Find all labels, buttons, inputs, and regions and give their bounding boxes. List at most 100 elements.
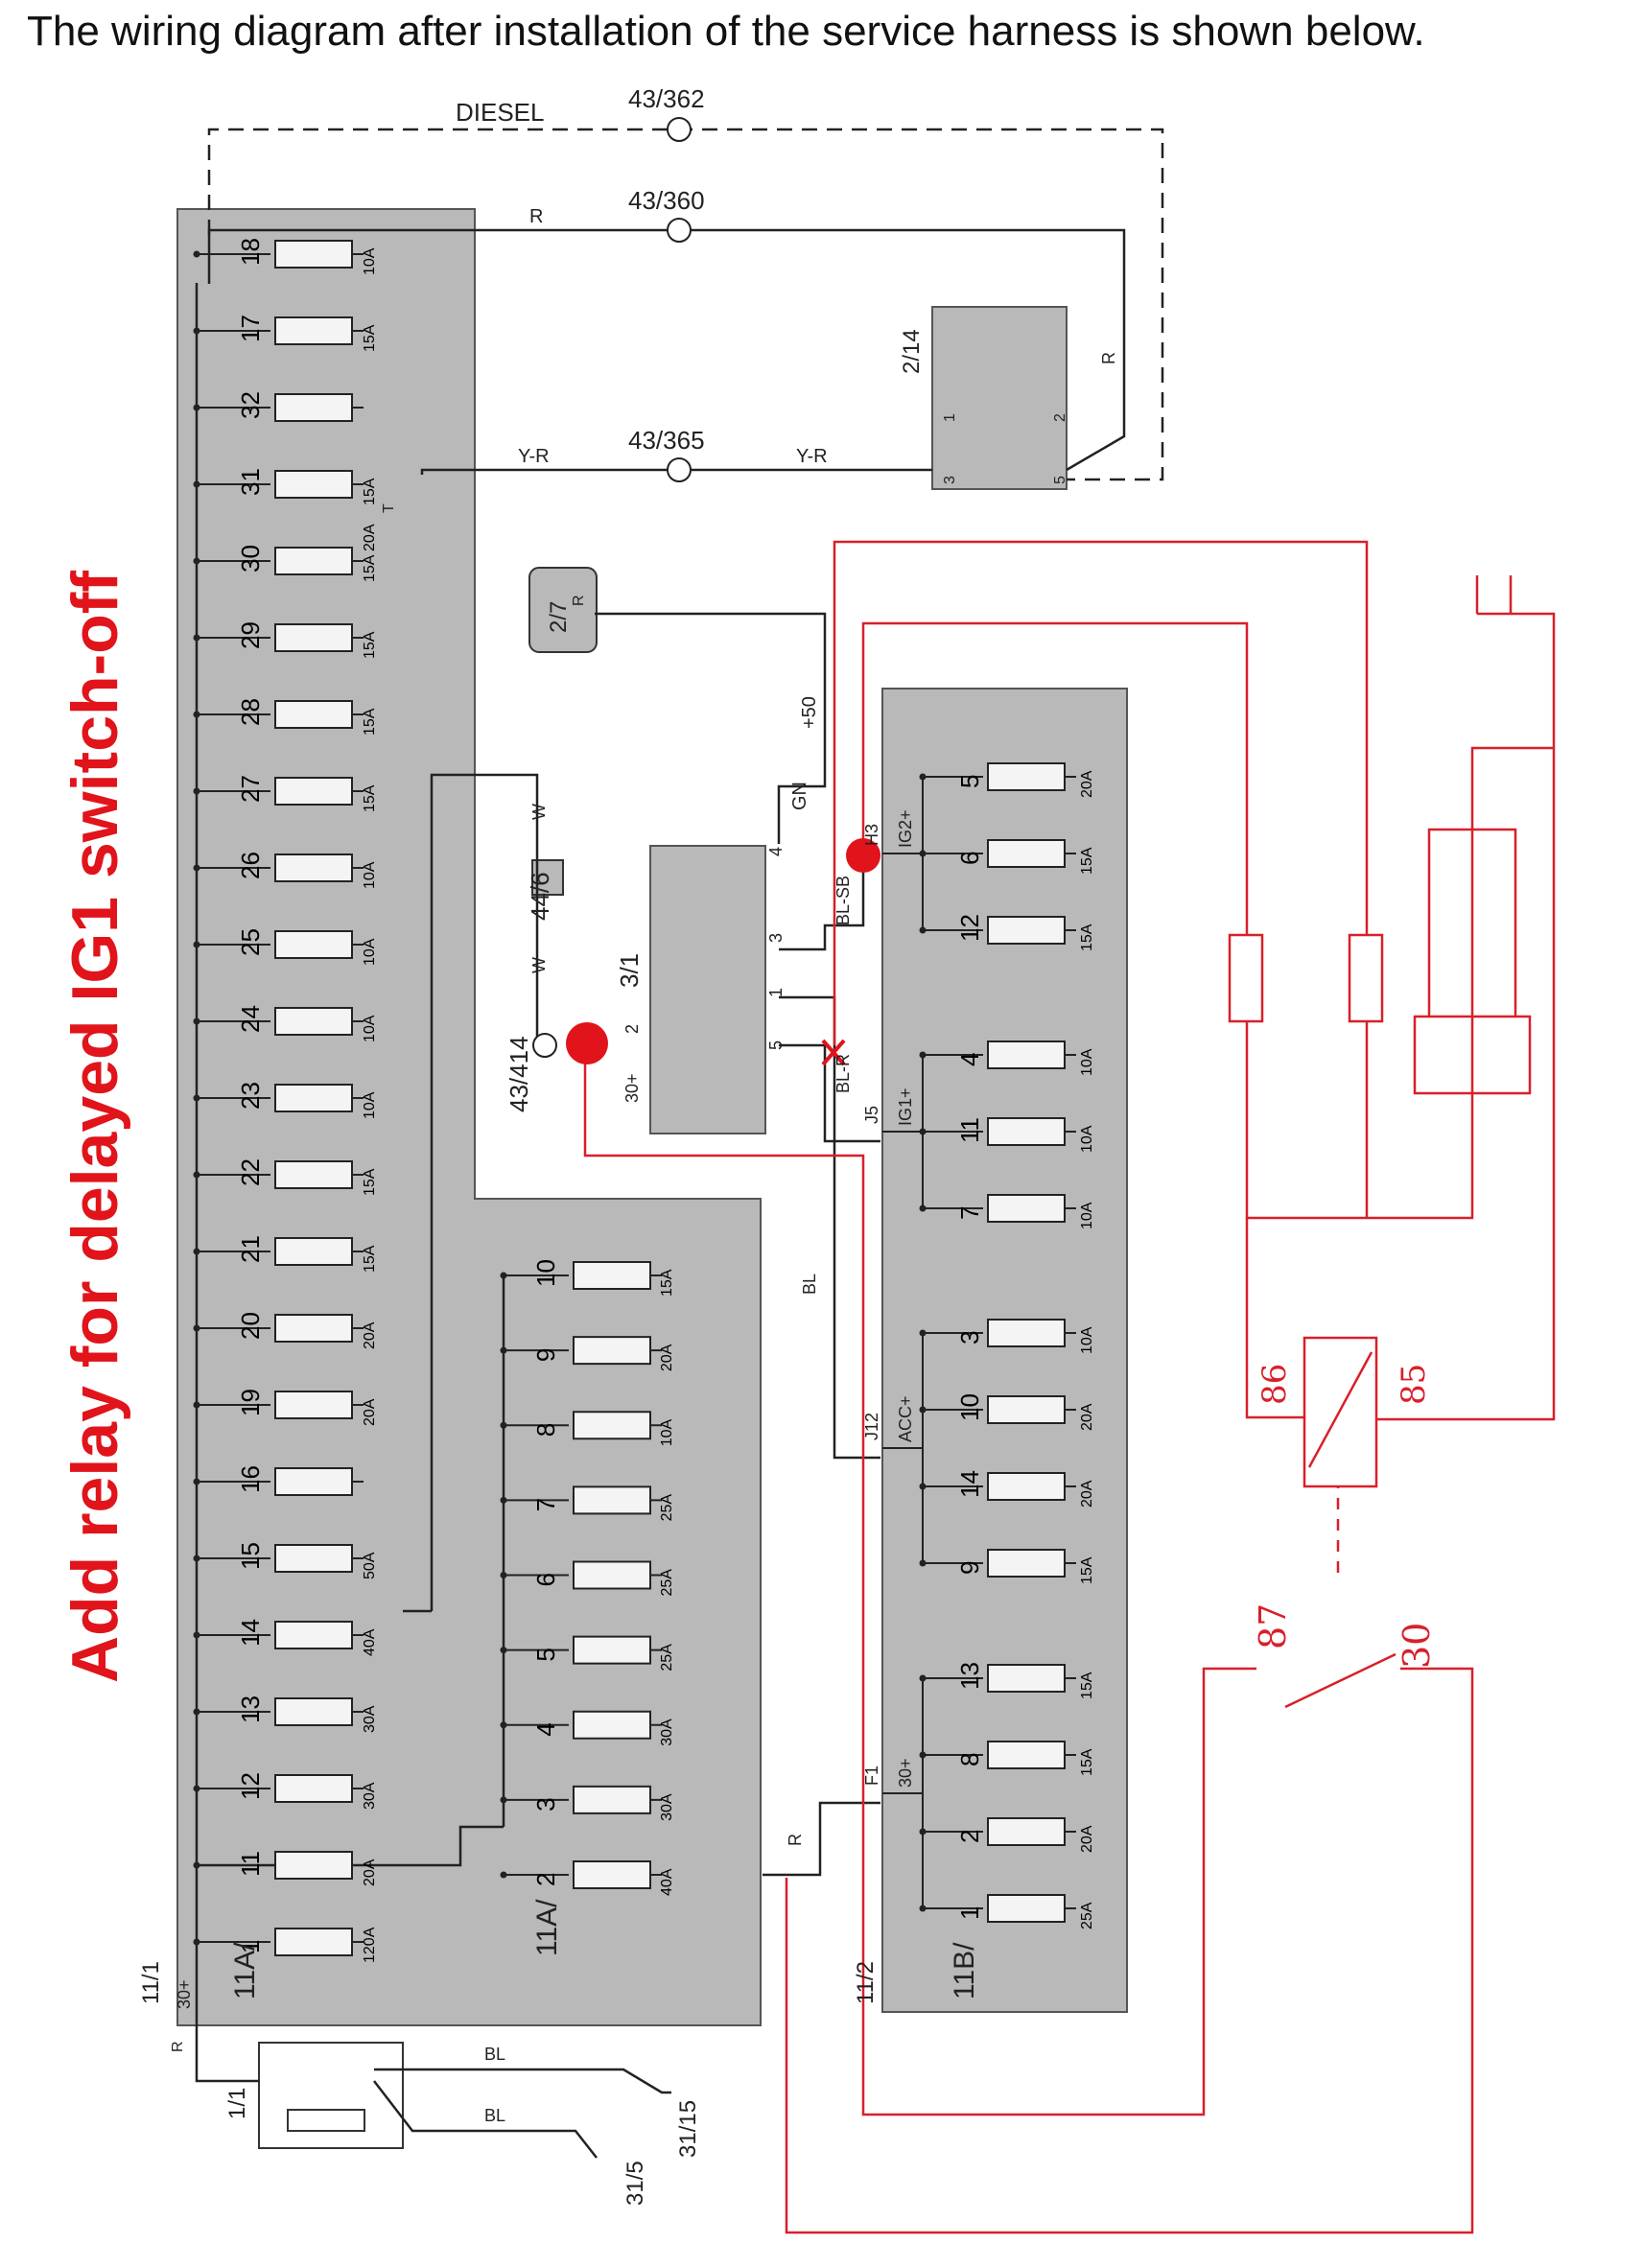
added-fuse-1 [1228, 933, 1264, 1023]
label-r-bat: R [170, 2041, 186, 2052]
fuse-a-23-rating: 10A [362, 1091, 378, 1119]
fuse-b-ACC+-9-rating: 15A [1079, 1556, 1095, 1584]
harness-86-drop [1245, 1218, 1304, 1419]
bl-sb-wire [779, 846, 865, 951]
fuse-a2-6-element [573, 1560, 651, 1590]
harness-ig1-wire [833, 540, 1369, 1045]
w-wire-44-6 [430, 773, 539, 1611]
fuse-b-IG2+-5-node [919, 773, 927, 781]
fuse-a-12-element [274, 1774, 353, 1803]
battery-bl1-wire [374, 2068, 671, 2094]
fuse-a-32-node [193, 404, 200, 411]
harness-lower-loop [785, 1667, 1474, 2234]
label-relay-k1: 1 [942, 413, 958, 422]
fuse-a-18-node [193, 250, 200, 258]
fuse-a-15-rating: 50A [362, 1552, 378, 1579]
fuse-b-IG2+-12-element [987, 916, 1066, 945]
fuse-a2-3-element [573, 1785, 651, 1814]
yr-wire-43-365 [420, 468, 932, 475]
label-bl: BL [800, 1274, 819, 1295]
fuse-a2-4-number: 4 [531, 1722, 560, 1736]
fuse-a-23-number: 23 [236, 1082, 265, 1110]
fuse-b-30+-13-number: 13 [955, 1662, 984, 1690]
fuse-a-20-element [274, 1314, 353, 1343]
fuse-a-11-rating: 20A [362, 1859, 378, 1886]
fuse-b-IG2+-12-rating: 15A [1079, 924, 1095, 951]
label-ign-4: 4 [766, 847, 786, 856]
fuse-a2-2-node [500, 1871, 507, 1879]
label-ign-2: 2 [622, 1024, 642, 1034]
label-bl2: BL [484, 2106, 505, 2125]
fuse-a-16-element [274, 1467, 353, 1496]
relay-label-86: 86 [1256, 1364, 1294, 1405]
added-component-body [1413, 828, 1532, 1095]
fuse-a-21-node [193, 1248, 200, 1255]
fuse-b-IG2+-5-rating: 20A [1079, 770, 1095, 798]
fuse-b-IG1+-7-rating: 10A [1079, 1202, 1095, 1229]
fuse-a-25-rating: 10A [362, 938, 378, 966]
label-44-6: 44/6 [526, 872, 554, 921]
fuse-b-30+-8-element [987, 1741, 1066, 1769]
fuse-a-13-number: 13 [236, 1695, 265, 1723]
label-r27: R [571, 595, 587, 606]
label-relay-k2: 2 [1052, 413, 1068, 422]
label-43-414: 43/414 [505, 1036, 533, 1112]
fuse-b-30+-2-node [919, 1828, 927, 1835]
fuse-a-16-number: 16 [236, 1465, 265, 1493]
fuse-b-30+-13-rating: 15A [1079, 1672, 1095, 1699]
label-ign-30: 30+ [622, 1073, 642, 1103]
fuse-a-24-element [274, 1007, 353, 1036]
label-11b: 11B/ [949, 1942, 980, 1999]
fuse-b-IG1+-11-rating: 10A [1079, 1125, 1095, 1153]
fuse-a2-9-number: 9 [531, 1348, 560, 1362]
fuse-b-ACC+-10-rating: 20A [1079, 1403, 1095, 1431]
fuse-a-21-rating: 15A [362, 1245, 378, 1273]
fuse-a-27-rating: 15A [362, 784, 378, 812]
battery-r-wire [195, 1918, 259, 2083]
fuse-a-21-number: 21 [236, 1235, 265, 1263]
battery-cell [287, 2109, 365, 2132]
fuse-a-15-node [193, 1555, 200, 1562]
fuse-b-IG2+-12-number: 12 [955, 914, 984, 942]
fuse-a-31-rating: 15A [362, 478, 378, 505]
fuse-b-IG2+-6-number: 6 [955, 852, 984, 865]
fuse-a-31-node [193, 480, 200, 488]
label-w1: W [529, 804, 549, 820]
fuse-a-27-element [274, 777, 353, 806]
added-harness [583, 540, 1556, 2234]
label-31-15: 31/15 [675, 2100, 701, 2158]
fuse-b-ACC+-14-element [987, 1472, 1066, 1501]
gn-wire [595, 612, 827, 844]
fuse-a-17-node [193, 327, 200, 335]
fuse-a-18-element [274, 240, 353, 269]
fuse-a-13-element [274, 1697, 353, 1726]
fuse-b-ACC+-3-rating: 10A [1079, 1326, 1095, 1354]
fuse-a2-5-rating: 25A [659, 1644, 675, 1672]
label-1-1: 1/1 [224, 2088, 250, 2119]
harness-ig2-wire [861, 621, 1249, 940]
fuse-a-14-element [274, 1621, 353, 1649]
fuse-a-23-node [193, 1094, 200, 1102]
label-11a: 11A/ [229, 1942, 261, 1999]
fuse-a-27-number: 27 [236, 775, 265, 803]
fuse-a-24-rating: 10A [362, 1015, 378, 1042]
fuse-a-29-rating: 15A [362, 631, 378, 659]
harness-left-loop [583, 1043, 1256, 2116]
fuse-a-28-node [193, 711, 200, 718]
fuse-a-17-rating: 15A [362, 324, 378, 352]
fuse-a2-6-node [500, 1572, 507, 1578]
group-label-30+: 30+ [896, 1758, 915, 1788]
battery-bl2-wire [373, 2080, 598, 2159]
fuse-a-12-node [193, 1785, 200, 1792]
fuse-b-ACC+-10-node [919, 1406, 927, 1414]
label-w2: W [529, 957, 549, 973]
fuse-b-IG1+-4-rating: 10A [1079, 1048, 1095, 1076]
fuse-a2-8-number: 8 [531, 1423, 560, 1437]
fuse-a-19-element [274, 1391, 353, 1419]
label-gn: GN [789, 782, 810, 810]
fuse-a-26-node [193, 864, 200, 872]
fuse-a2-9-node [500, 1346, 507, 1354]
group-label-IG1+: IG1+ [896, 1087, 915, 1126]
fuse-b-IG1+-7-number: 7 [955, 1206, 984, 1220]
fuse-b-ACC+-10-element [987, 1395, 1066, 1424]
